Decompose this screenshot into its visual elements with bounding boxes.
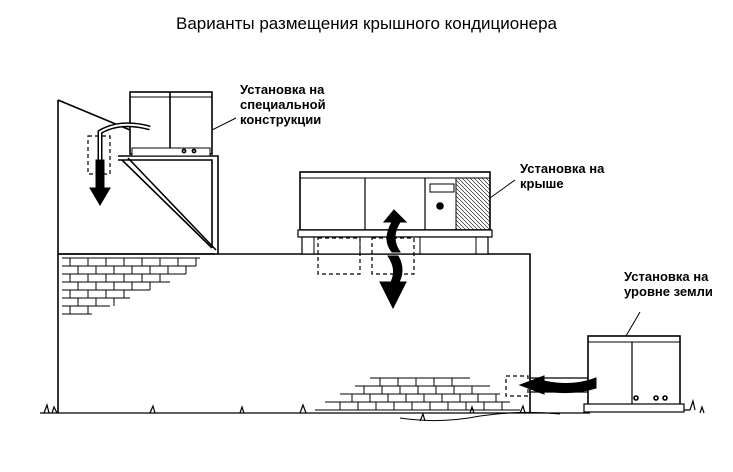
ground-unit	[583, 335, 685, 413]
building-left-wall	[57, 99, 131, 413]
unit-on-structure	[129, 91, 213, 157]
label-ground-line-1: Установка на	[624, 269, 709, 284]
label-ground: Установка на уровне земли	[624, 269, 713, 299]
support-structure	[118, 155, 219, 254]
brick-pattern-left	[62, 257, 200, 315]
airflow-arrow-down-roof	[379, 255, 407, 310]
building-front-wall	[58, 253, 531, 413]
airflow-arrow-down-structure	[89, 159, 111, 206]
label-roof: Установка на крыше	[520, 161, 604, 191]
label-roof-line-2: крыше	[520, 176, 564, 191]
brick-pattern-bottom	[315, 377, 520, 411]
label-roof-line-1: Установка на	[520, 161, 605, 176]
airflow-arrow-up-roof	[382, 209, 408, 253]
label-special-structure: Установка на специальной конструкции	[240, 82, 326, 127]
label-special-structure-line-1: Установка на	[240, 82, 325, 97]
label-special-structure-line-2: специальной	[240, 97, 326, 112]
diagram-title: Варианты размещения крышного кондиционер…	[176, 14, 557, 33]
airflow-arrow-left-ground	[518, 375, 597, 395]
label-special-structure-line-3: конструкции	[240, 112, 322, 127]
leader-lines	[211, 117, 641, 337]
label-ground-line-2: уровне земли	[624, 284, 713, 299]
